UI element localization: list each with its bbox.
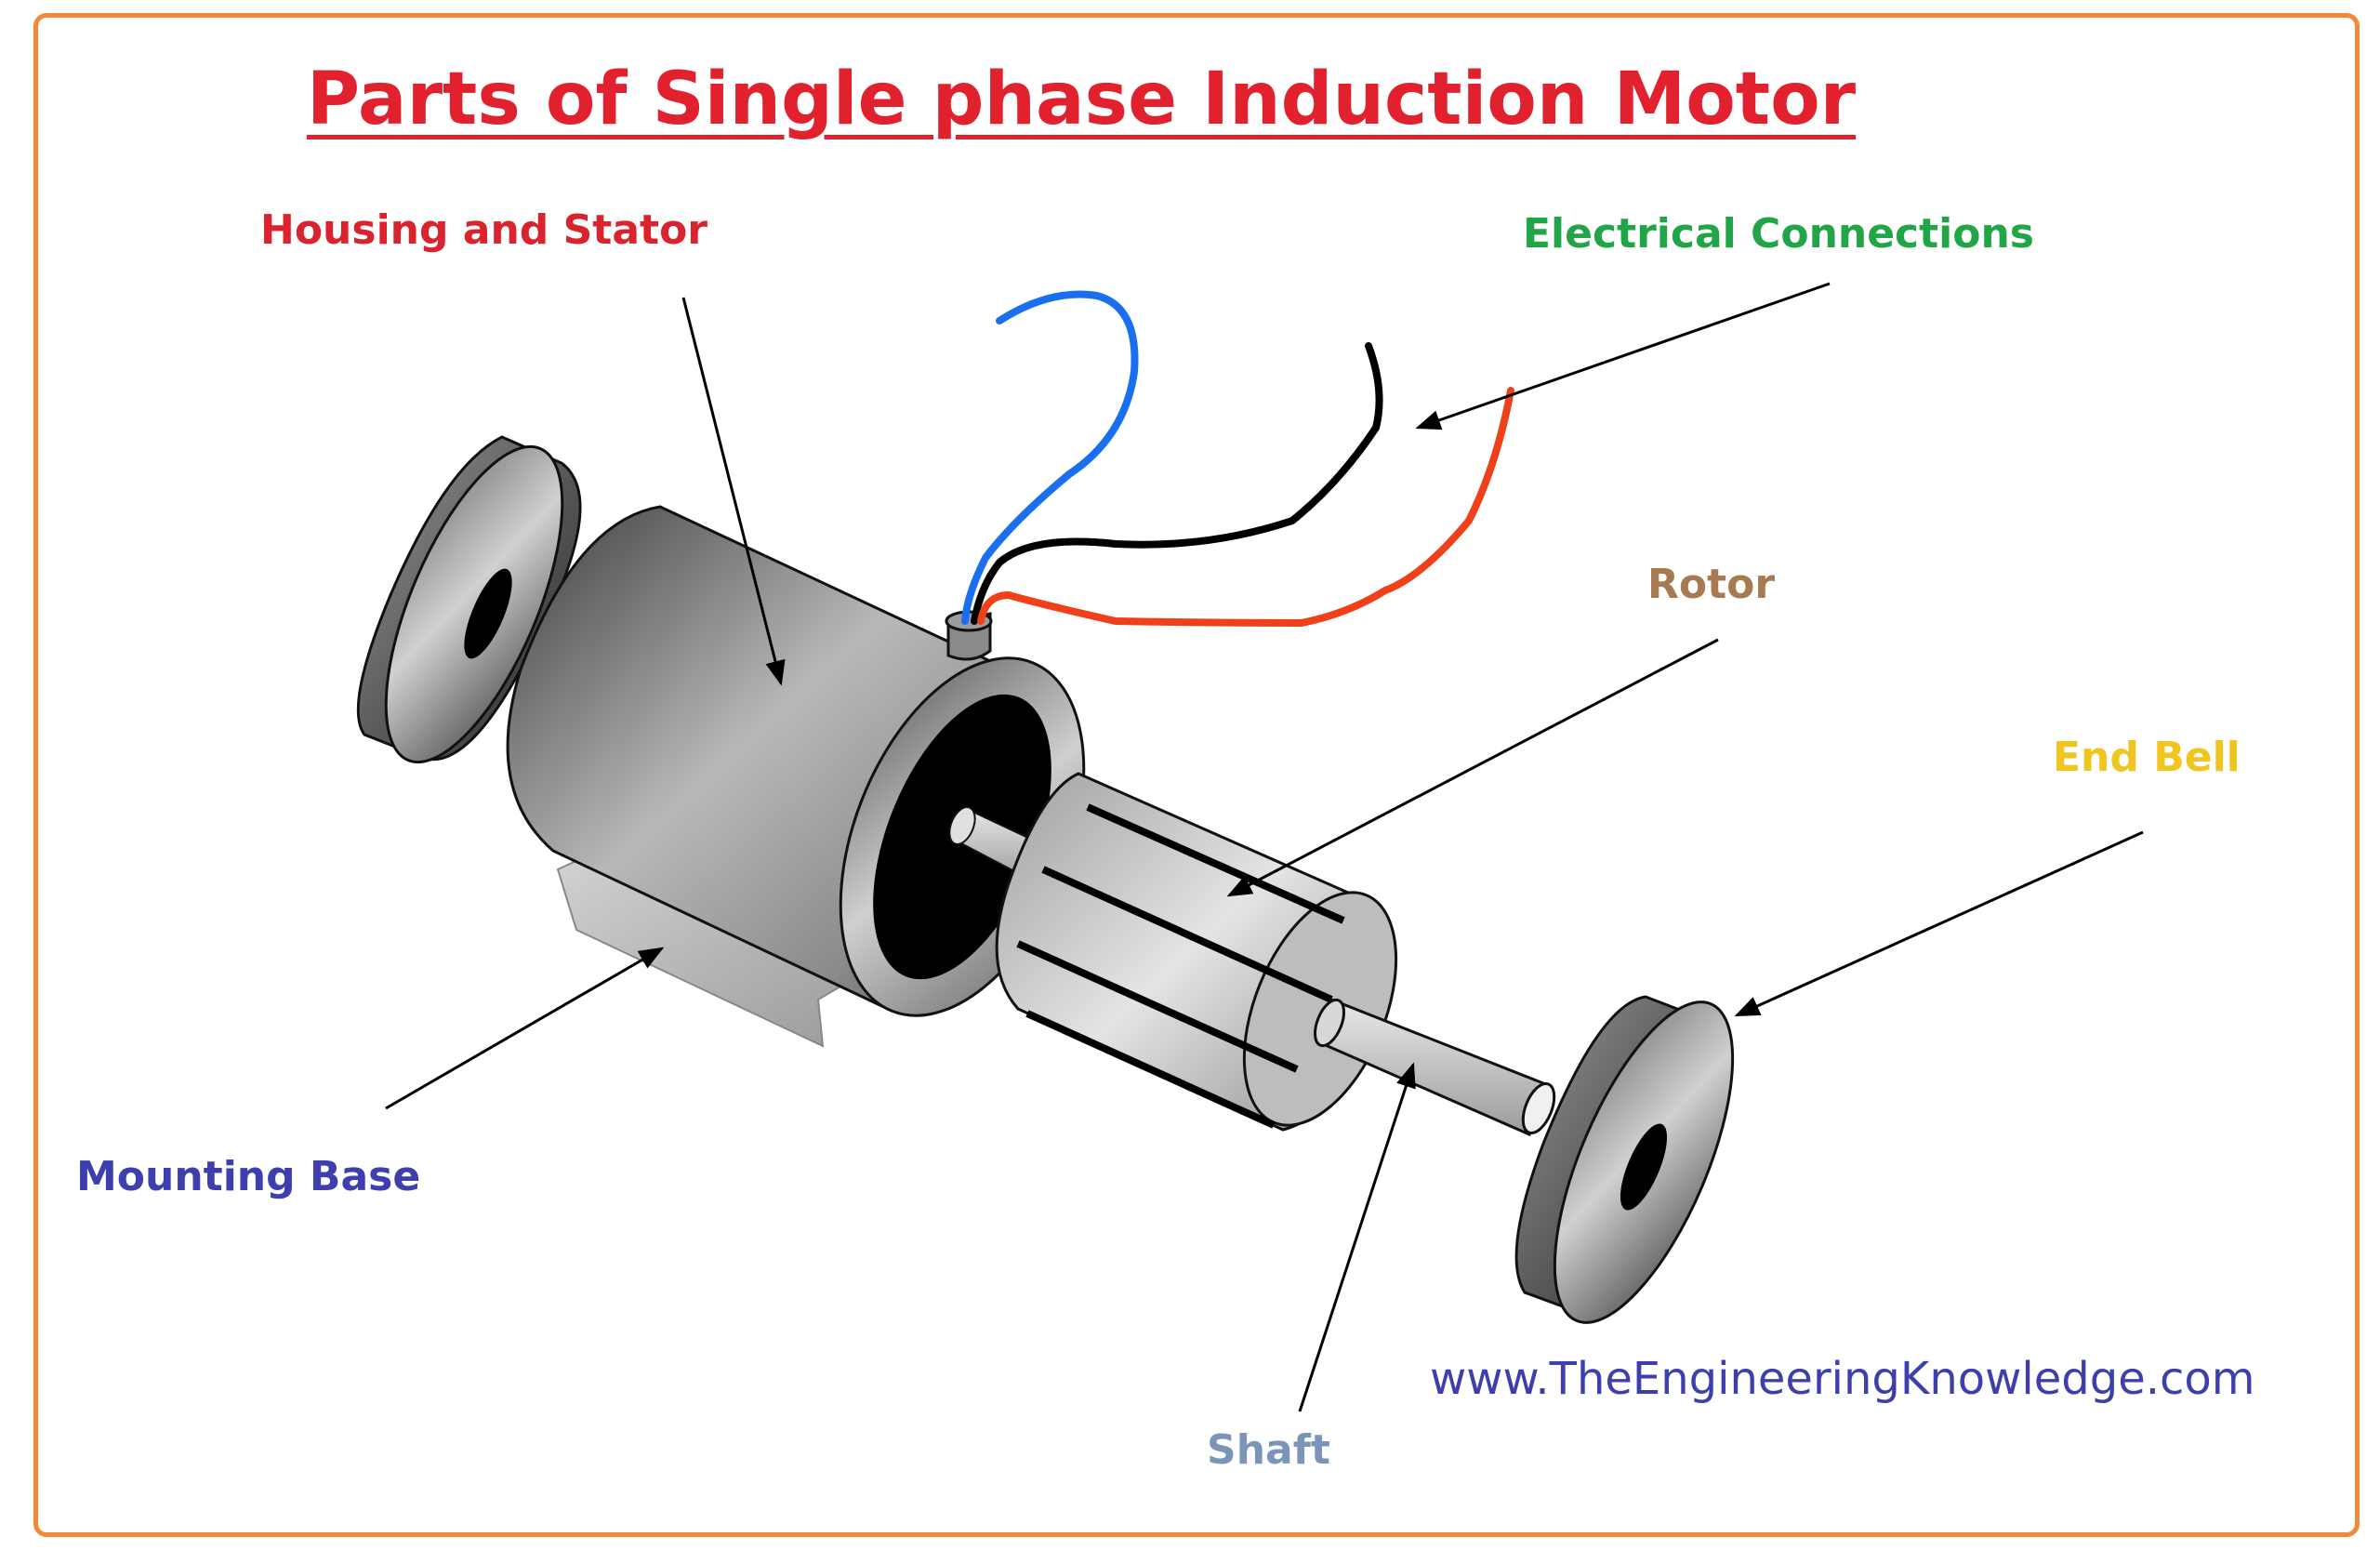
rotor-bar bbox=[1016, 940, 1299, 1073]
arrow-shaft bbox=[1298, 1062, 1416, 1412]
label-end-bell: End Bell bbox=[2053, 734, 2241, 781]
arrow-rotor bbox=[1226, 638, 1719, 897]
left-end-bell bbox=[356, 435, 582, 764]
diagram-frame bbox=[33, 13, 2360, 1537]
rotor-bar bbox=[1041, 866, 1333, 1003]
wire-red bbox=[977, 387, 1514, 627]
wire-black bbox=[971, 342, 1383, 625]
leader-arrows bbox=[385, 282, 2144, 1412]
label-rotor: Rotor bbox=[1647, 561, 1776, 608]
rotor-bar bbox=[1025, 1010, 1276, 1129]
label-mounting-base: Mounting Base bbox=[76, 1153, 421, 1200]
arrow-end-bell bbox=[1734, 830, 2144, 1017]
rotor-shaft-rear bbox=[1314, 997, 1556, 1137]
label-housing-stator: Housing and Stator bbox=[260, 206, 707, 254]
rotor-bar bbox=[1086, 803, 1345, 924]
label-electrical-connections: Electrical Connections bbox=[1523, 210, 2034, 258]
wire-blue bbox=[961, 290, 1139, 625]
arrow-mounting bbox=[385, 947, 665, 1110]
arrow-housing bbox=[681, 297, 786, 686]
rotor bbox=[995, 772, 1398, 1132]
website-url: www.TheEngineeringKnowledge.com bbox=[1430, 1353, 2255, 1405]
page-title: Parts of Single phase Induction Motor bbox=[306, 58, 1857, 141]
arrow-electrical bbox=[1415, 282, 1831, 431]
electrical-wires bbox=[961, 290, 1514, 627]
label-shaft: Shaft bbox=[1207, 1426, 1330, 1474]
right-end-bell bbox=[1514, 995, 1735, 1324]
